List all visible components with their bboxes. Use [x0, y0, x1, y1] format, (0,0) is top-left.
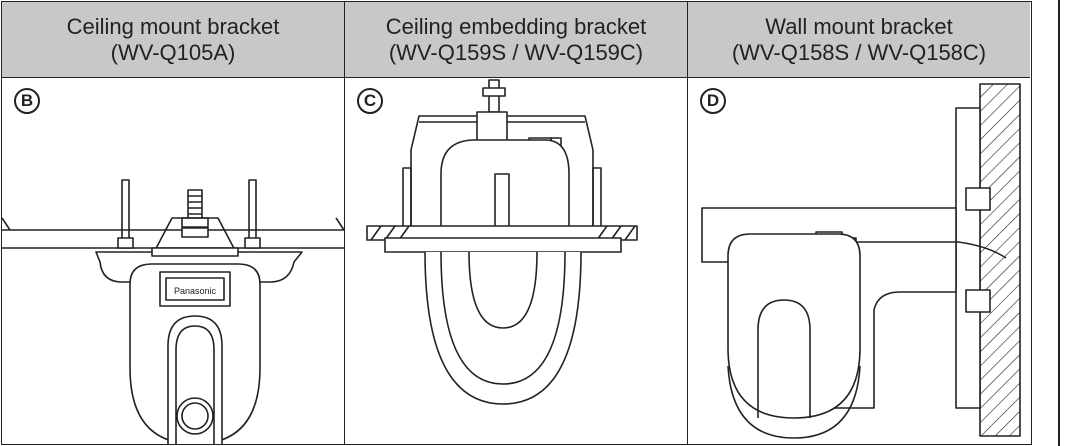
header-ceiling-mount: Ceiling mount bracket (WV-Q105A) — [2, 2, 345, 78]
ceiling-embedding-camera-drawing — [366, 79, 638, 405]
brand-label: Panasonic — [174, 286, 217, 296]
header-model: (WV-Q105A) — [110, 39, 236, 65]
ceiling-mount-camera-drawing: Panasonic — [2, 179, 344, 444]
header-title: Ceiling embedding bracket — [385, 13, 647, 39]
wall-mount-camera-drawing: 0 — [701, 83, 1021, 439]
header-title: Ceiling mount bracket — [66, 13, 280, 39]
cell-ceiling-embedding: C — [345, 78, 688, 444]
bracket-table: Ceiling mount bracket (WV-Q105A) Ceiling… — [1, 1, 1032, 445]
header-model: (WV-Q159S / WV-Q159C) — [388, 39, 644, 65]
header-model: (WV-Q158S / WV-Q158C) — [731, 39, 987, 65]
cell-ceiling-mount: B Panasonic — [2, 78, 345, 444]
circled-letter-b: B — [14, 88, 40, 114]
circled-letter-c: C — [357, 88, 383, 114]
header-title: Wall mount bracket — [765, 13, 953, 39]
cell-wall-mount: D 0 — [688, 78, 1030, 444]
header-ceiling-embedding: Ceiling embedding bracket (WV-Q159S / WV… — [345, 2, 688, 78]
header-wall-mount: Wall mount bracket (WV-Q158S / WV-Q158C) — [688, 2, 1030, 78]
circled-letter-d: D — [700, 88, 726, 114]
page-edge-line — [1058, 0, 1060, 446]
